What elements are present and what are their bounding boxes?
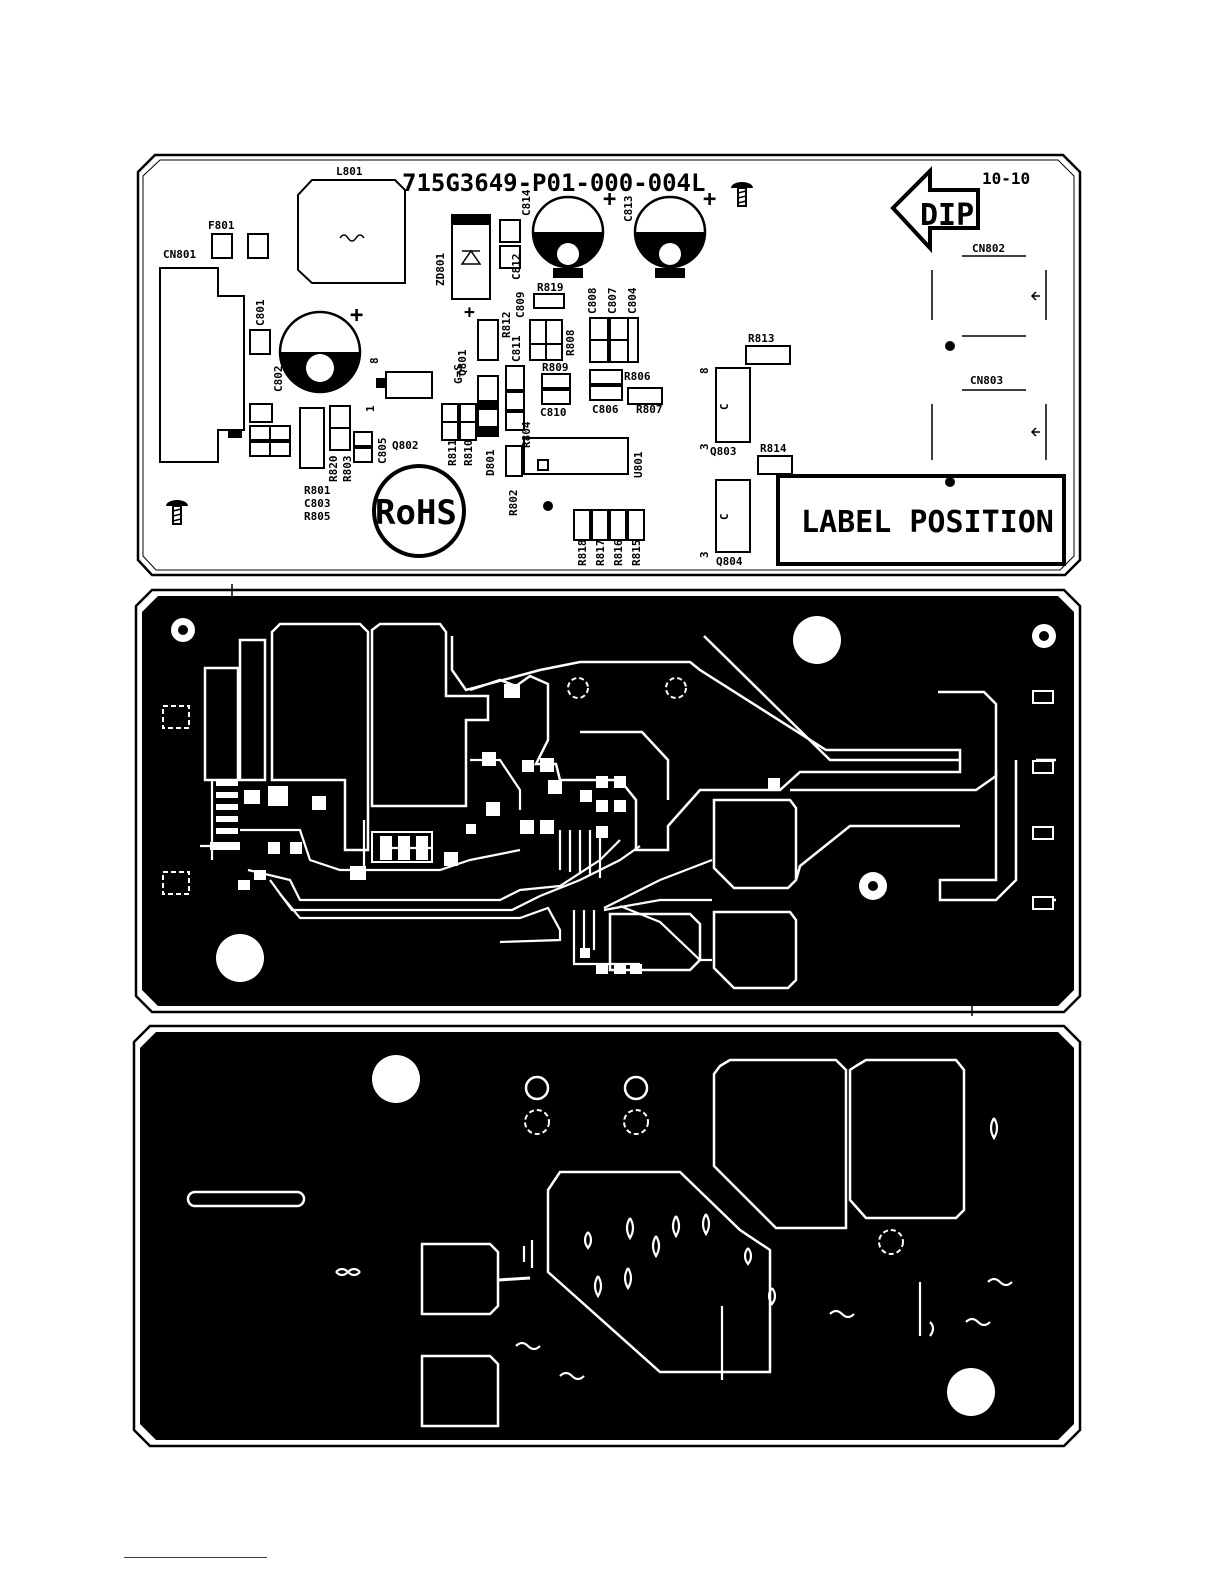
- label-C811: C811: [510, 335, 523, 362]
- pin-c-mark: C: [718, 513, 731, 520]
- label-R808: R808: [564, 330, 577, 357]
- bottom-copper-panel: [132, 1024, 1082, 1448]
- label-R820: R820: [327, 456, 340, 483]
- label-ZD801: ZD801: [434, 253, 447, 286]
- svg-text:RoHS: RoHS: [375, 493, 457, 533]
- label-C812: C812: [510, 254, 523, 281]
- label-position-box: LABEL POSITION: [801, 505, 1054, 540]
- label-CN802: CN802: [972, 242, 1005, 255]
- label-C810: C810: [540, 406, 567, 419]
- label-R806: R806: [624, 370, 651, 383]
- label-D801: D801: [484, 449, 497, 476]
- label-R813: R813: [748, 332, 775, 345]
- label-R810: R810: [462, 440, 475, 467]
- label-C809: C809: [514, 292, 527, 319]
- label-C804: C804: [626, 287, 639, 314]
- label-R803: R803: [341, 456, 354, 483]
- label-R804: R804: [520, 421, 533, 448]
- pin-3-mark: 3: [698, 551, 711, 558]
- dip-mark: DIP: [920, 198, 974, 233]
- label-C808: C808: [586, 288, 599, 315]
- polarity-plus: +: [703, 187, 716, 212]
- gs-mark: G=S: [452, 364, 465, 384]
- label-U801: U801: [632, 451, 645, 478]
- label-R815: R815: [630, 540, 643, 567]
- label-R805: R805: [304, 510, 331, 523]
- label-C806: C806: [592, 403, 619, 416]
- label-Q804: Q804: [716, 555, 743, 568]
- polarity-plus: +: [350, 303, 363, 328]
- label-R812: R812: [500, 312, 513, 339]
- label-Q802: Q802: [392, 439, 419, 452]
- label-C813: C813: [622, 196, 635, 223]
- label-R802: R802: [507, 490, 520, 517]
- label-C802: C802: [272, 366, 285, 393]
- label-R814: R814: [760, 442, 787, 455]
- pin-c-mark: C: [718, 403, 731, 410]
- label-R807: R807: [636, 403, 663, 416]
- rohs-mark: RoHS: [372, 464, 466, 558]
- label-R811: R811: [446, 439, 459, 466]
- label-C814: C814: [520, 189, 533, 216]
- label-Q801: Q801: [456, 349, 469, 376]
- pin-1-mark: 1: [364, 405, 377, 412]
- board-revision: 10-10: [982, 169, 1030, 188]
- label-CN801: CN801: [163, 248, 196, 261]
- label-CN803: CN803: [970, 374, 1003, 387]
- label-R817: R817: [594, 540, 607, 567]
- label-R819: R819: [537, 281, 564, 294]
- capacitor-C813-body: +: [633, 187, 716, 278]
- label-R801: R801: [304, 484, 331, 497]
- screw-icon: [731, 182, 753, 207]
- footer-rule: [124, 1557, 267, 1558]
- label-R809: R809: [542, 361, 569, 374]
- label-C801: C801: [254, 299, 267, 326]
- capacitor-C814-body: +: [531, 187, 616, 278]
- pin-8-mark: 8: [698, 367, 711, 374]
- label-F801: F801: [208, 219, 235, 232]
- label-C805: C805: [376, 438, 389, 465]
- board-part-number: 715G3649-P01-000-004L: [402, 169, 705, 197]
- screw-icon: [166, 500, 188, 525]
- dip-direction-arrow: DIP: [890, 166, 980, 254]
- polarity-plus: +: [464, 302, 475, 323]
- label-R816: R816: [612, 539, 625, 566]
- label-C803: C803: [304, 497, 331, 510]
- top-copper-panel: [134, 584, 1082, 1016]
- capacitor-C801-body: +: [278, 303, 363, 394]
- pin-3-mark: 3: [698, 443, 711, 450]
- label-C807: C807: [606, 288, 619, 315]
- label-R818: R818: [576, 540, 589, 567]
- label-Q803: Q803: [710, 445, 737, 458]
- label-L801: L801: [336, 165, 363, 178]
- pin-8-mark: 8: [368, 357, 381, 364]
- silkscreen-panel: 715G3649-P01-000-004L 10-10 DIP L801 F80…: [136, 153, 1082, 577]
- polarity-plus: +: [603, 187, 616, 212]
